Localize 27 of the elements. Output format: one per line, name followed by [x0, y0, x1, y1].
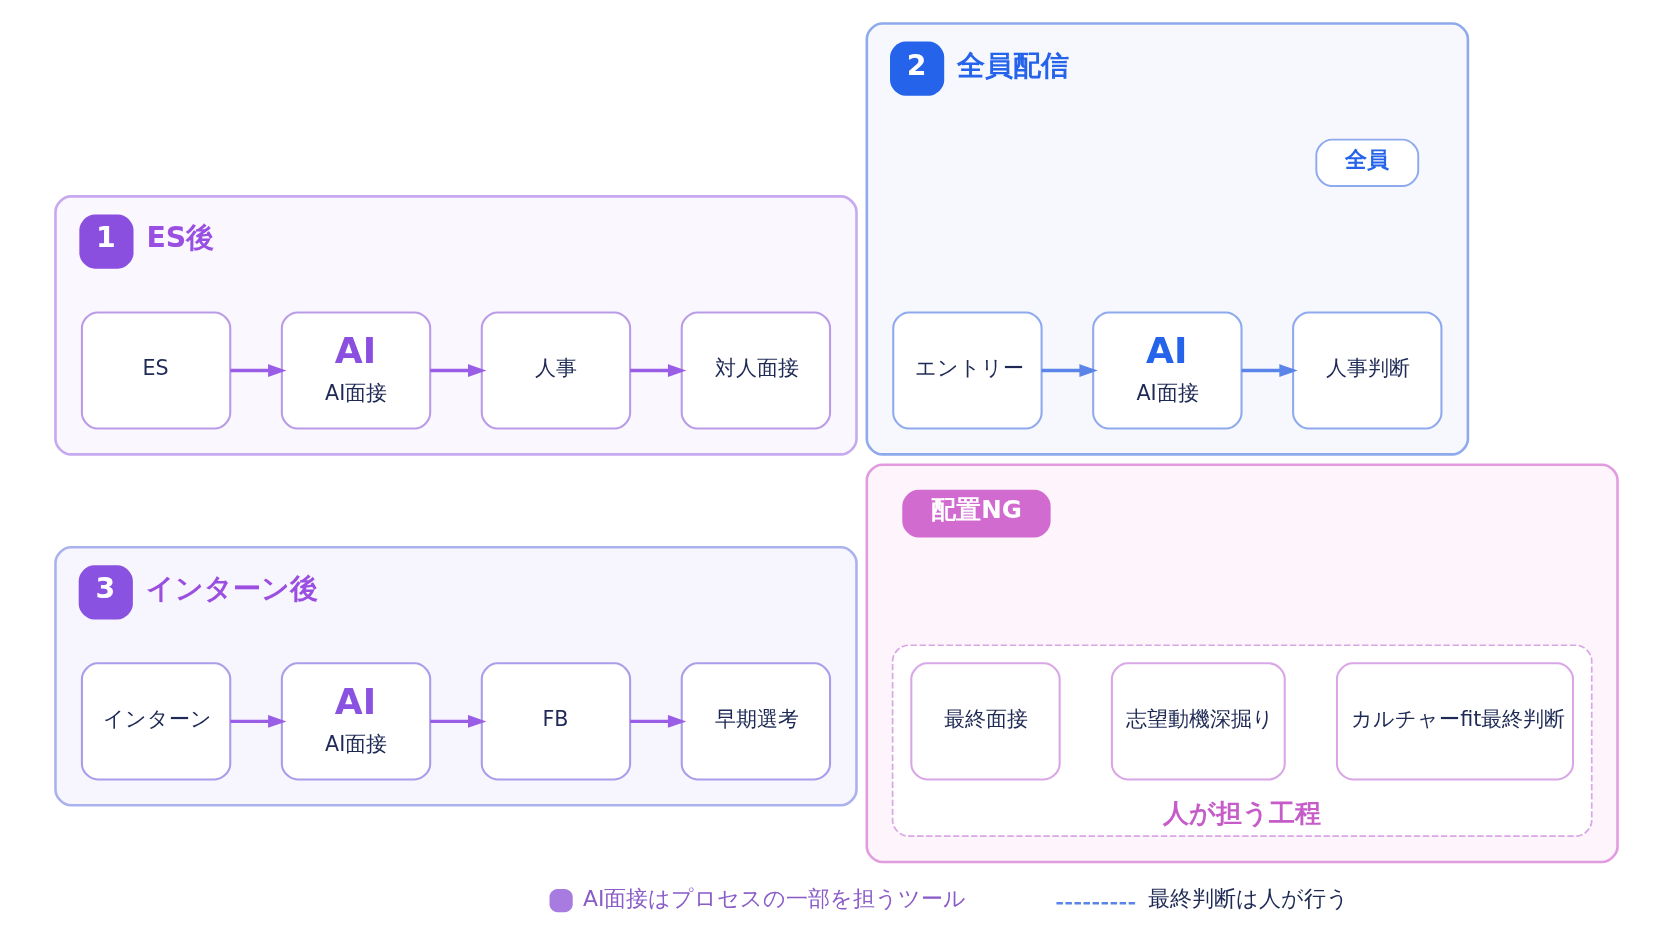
node-box: 対人面接: [680, 311, 831, 430]
arrow: [1241, 364, 1298, 377]
arrow: [429, 364, 486, 377]
node-box: 人事判断: [1291, 311, 1442, 430]
arrow: [229, 364, 286, 377]
node-box: AI AI面接: [1091, 311, 1243, 430]
node-box: 配置NG: [901, 489, 1051, 538]
node-box: 全員: [1314, 138, 1419, 188]
node-box: インターン: [80, 662, 231, 781]
cluster: [865, 463, 1619, 864]
node-box: ES: [80, 311, 231, 430]
node-box: 早期選考: [680, 662, 831, 781]
arrow: [429, 714, 486, 728]
node-box: カルチャーfit最終判断: [1335, 662, 1574, 781]
node-box: AI AI面接: [280, 311, 431, 430]
arrow: [629, 364, 686, 377]
arrow: [629, 714, 686, 728]
node-box: エントリー: [891, 311, 1043, 430]
arrow: [229, 714, 286, 728]
legend-label: 最終判断は人が行う: [1147, 885, 1349, 911]
node-box: 人事: [480, 311, 631, 430]
node-box: FB: [480, 662, 631, 781]
node-box: AI AI面接: [280, 662, 431, 781]
legend-label: AI面接はプロセスの一部を担うツール: [582, 885, 966, 911]
arrow: [1041, 364, 1098, 377]
node-box: 志望動機深掘り: [1110, 662, 1286, 781]
node-box: 最終面接: [909, 662, 1061, 781]
